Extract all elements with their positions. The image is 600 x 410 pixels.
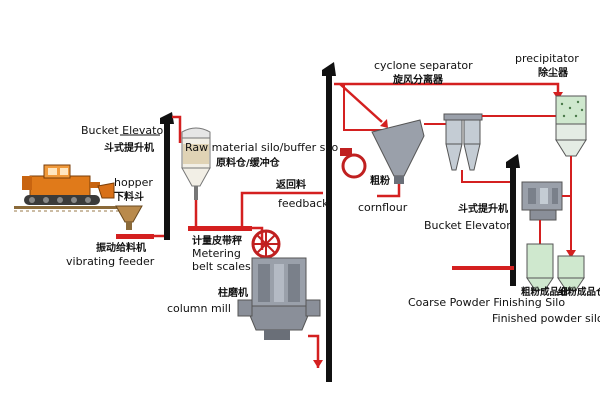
hopper-icon xyxy=(115,205,143,230)
vibrating-feeder-label-en: vibrating feeder xyxy=(66,255,155,268)
flow-arrow xyxy=(313,360,323,368)
flow-arrow xyxy=(380,119,388,128)
metering-label-en-1: Metering xyxy=(192,247,241,260)
bucket-elevator-2-icon xyxy=(322,62,336,382)
vibrating-feeder-bar xyxy=(116,234,154,239)
flow-line xyxy=(308,334,320,368)
twin-cyclones-icon xyxy=(443,113,483,171)
flow-line xyxy=(377,184,401,198)
cornflour-label-cn: 粗粉 xyxy=(370,174,390,187)
loader-truck-icon xyxy=(22,164,115,205)
fine-silo-label-en: Finished powder silo xyxy=(492,312,600,325)
hopper-label-cn: 下料斗 xyxy=(114,190,144,203)
column-mill-label-en: column mill xyxy=(167,302,231,315)
raw-silo-label-en: Raw material silo/buffer silo xyxy=(185,141,338,154)
metering-label-en-2: belt scales xyxy=(192,260,251,273)
classifier-icon xyxy=(521,181,563,221)
bucket-elevator-label-cn: 斗式提升机 xyxy=(104,141,154,154)
precipitator-label-cn: 除尘器 xyxy=(538,66,569,79)
flow-line xyxy=(339,83,383,123)
cornflour-label-en: cornflour xyxy=(358,201,408,214)
fine-silo-label-cn: 细粉成品仓 xyxy=(558,286,600,298)
bucket-elevator-2-label-cn: 斗式提升机 xyxy=(458,202,508,215)
coarse-silo-label-cn: 粗粉成品仓 xyxy=(521,286,569,298)
raw-material-silo-icon xyxy=(181,127,211,200)
flow-line xyxy=(334,82,560,96)
fan-icon xyxy=(340,148,367,179)
bucket-elevator-label-en: Bucket Elevator xyxy=(81,124,168,137)
return-flow-line xyxy=(240,191,323,228)
bucket-elevator-3-icon xyxy=(506,154,520,286)
return-label-cn: 返回料 xyxy=(276,178,306,191)
column-mill-icon xyxy=(237,229,321,340)
coarse-silo-label-en: Coarse Powder Finishing Silo xyxy=(408,296,565,309)
metering-belt-bar xyxy=(188,226,252,231)
coarse-powder-silo-icon xyxy=(526,243,554,291)
return-label-en: feedback xyxy=(278,197,329,210)
precipitator-label-en: precipitator xyxy=(515,52,579,65)
flow-line xyxy=(252,226,264,250)
fine-powder-silo-icon xyxy=(557,255,585,291)
flow-line xyxy=(172,115,182,143)
flow-line xyxy=(461,170,513,196)
flow-arrow xyxy=(566,250,576,258)
cyclone-separator-icon xyxy=(371,119,425,184)
cyclone-label-cn: 旋风分离器 xyxy=(392,73,444,86)
cyclone-label-en: cyclone separator xyxy=(374,59,473,72)
vibrating-feeder-label-cn: 振动给料机 xyxy=(96,241,146,254)
raw-silo-label-cn: 原料仓/缓冲仓 xyxy=(216,156,281,169)
bucket-elevator-1-icon xyxy=(160,112,174,240)
hopper-label-en: hopper xyxy=(114,176,153,189)
precipitator-icon xyxy=(555,95,587,157)
discharge-bar xyxy=(452,266,514,270)
metering-label-cn: 计量皮带秤 xyxy=(192,234,242,247)
column-mill-label-cn: 柱磨机 xyxy=(218,286,248,299)
bucket-elevator-2-label-en: Bucket Elevator xyxy=(424,219,511,232)
flow-line xyxy=(343,84,382,131)
ground-strip xyxy=(14,206,138,212)
